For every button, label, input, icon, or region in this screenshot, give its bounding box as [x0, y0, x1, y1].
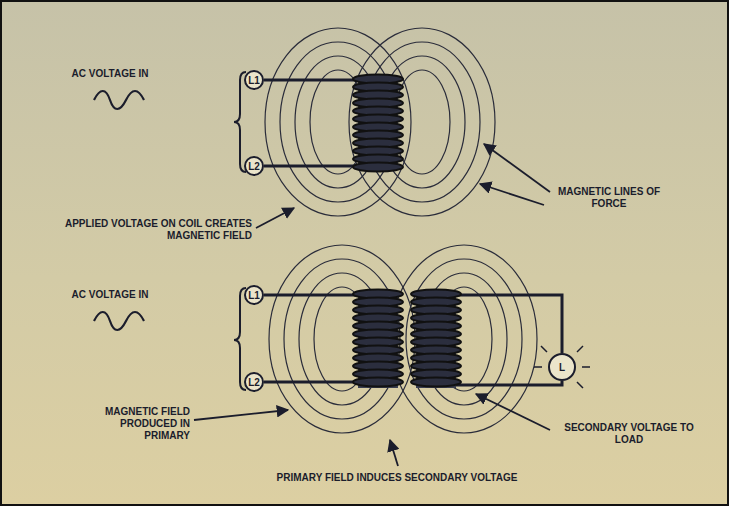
magnetic-field-lines [265, 28, 537, 433]
annotation-label: PRIMARY FIELD INDUCES SECONDARY VOLTAGE [202, 472, 592, 484]
lamp-rays [534, 340, 590, 388]
terminal-circle: L2 [244, 372, 264, 392]
annotation-label: AC VOLTAGE IN [68, 289, 152, 301]
terminal-label: L1 [244, 290, 264, 301]
coil-windings [353, 75, 461, 389]
coil-leads [264, 80, 562, 385]
annotation-label: MAGNETIC FIELD PRODUCED IN PRIMARY [82, 406, 190, 442]
terminal-label: L1 [244, 75, 264, 86]
terminal-circle: L1 [244, 70, 264, 90]
leader-arrows [194, 144, 550, 466]
annotation-label: APPLIED VOLTAGE ON COIL CREATES MAGNETIC… [42, 218, 252, 242]
terminal-label: L [548, 362, 576, 373]
lamp-symbol: L [548, 353, 576, 381]
terminal-circle: L1 [244, 285, 264, 305]
annotation-label: MAGNETIC LINES OF FORCE [554, 186, 664, 210]
terminal-label: L2 [244, 377, 264, 388]
terminal-label: L2 [244, 161, 264, 172]
annotation-label: SECONDARY VOLTAGE TO LOAD [554, 422, 704, 446]
terminal-circle: L2 [244, 156, 264, 176]
annotation-label: AC VOLTAGE IN [68, 68, 152, 80]
